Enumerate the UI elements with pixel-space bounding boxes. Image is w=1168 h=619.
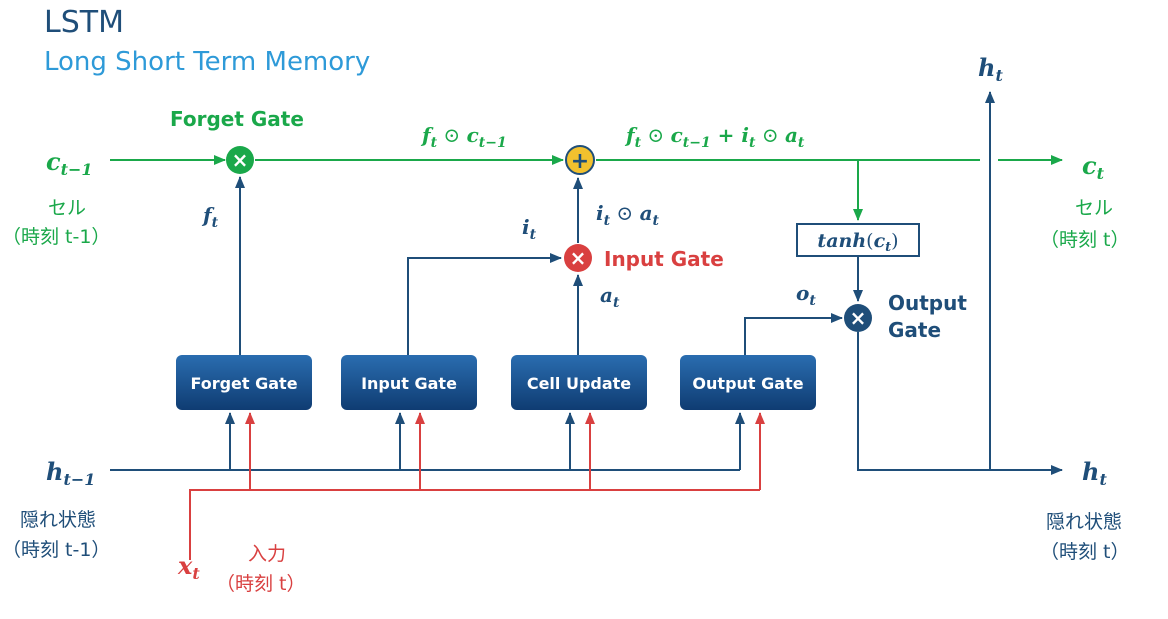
o-t-label: ot [796,281,816,309]
a-t-label: at [600,283,620,311]
i-t-label: it [522,215,537,243]
forget-gate-label: Forget Gate [170,107,304,131]
output-gate-to-multiply [744,313,843,355]
multiply-icon: × [232,148,249,172]
c-prev-jp-label: セル [48,197,86,219]
input-gate-label: Input Gate [604,247,724,271]
hidden-output-line [857,332,1063,475]
forget-gate-box: Forget Gate [176,355,312,410]
output-multiply-node [844,304,872,332]
page-subtitle: Long Short Term Memory [44,47,370,77]
h-out-jp-time: （時刻 t） [1040,541,1130,563]
x-label: xt [177,551,200,583]
h-prev-jp-time: （時刻 t-1） [2,539,110,561]
output-gate-box: Output Gate [680,355,816,410]
x-jp-label: 入力 [248,543,286,565]
page-title: LSTM [44,5,124,40]
h-prev-label: ht−1 [46,457,95,489]
h-top-label: ht [978,53,1003,85]
tanh-box [796,223,920,257]
cell-sum-expr: ft ⊙ ct−1 + it ⊙ at [624,123,805,151]
forget-gate-box-label: Forget Gate [190,374,297,393]
h-out-jp-label: 隠れ状態 [1046,511,1122,533]
c-prev-label: ct−1 [46,147,93,179]
add-node [565,145,595,175]
tanh-expr: tanh(ct) [817,230,898,255]
c-out-label: ct [1082,151,1105,183]
forget-product-expr: ft ⊙ ct−1 [420,123,507,151]
multiply-icon: × [850,306,867,330]
input-multiply-node [564,244,592,272]
x-input-line [189,489,760,560]
input-gate-box-label: Input Gate [361,374,457,393]
c-prev-jp-time: （時刻 t-1） [2,226,110,248]
input-product-expr: it ⊙ at [596,201,660,229]
output-gate-box-label: Output Gate [692,374,803,393]
input-gate-box: Input Gate [341,355,477,410]
cell-update-box-label: Cell Update [527,374,631,393]
output-gate-label-line2: Gate [888,318,941,342]
plus-icon: + [571,149,589,174]
multiply-icon: × [570,246,587,270]
c-out-jp-label: セル [1075,197,1113,219]
input-gate-to-multiply [407,253,562,355]
f-t-label: ft [201,203,219,231]
h-prev-jp-label: 隠れ状態 [20,509,96,531]
forget-multiply-node [226,146,254,174]
output-gate-label-line1: Output [888,291,967,315]
cell-update-box: Cell Update [511,355,647,410]
c-out-jp-time: （時刻 t） [1040,229,1130,251]
h-out-label: ht [1082,457,1107,489]
x-jp-time: （時刻 t） [216,573,306,595]
